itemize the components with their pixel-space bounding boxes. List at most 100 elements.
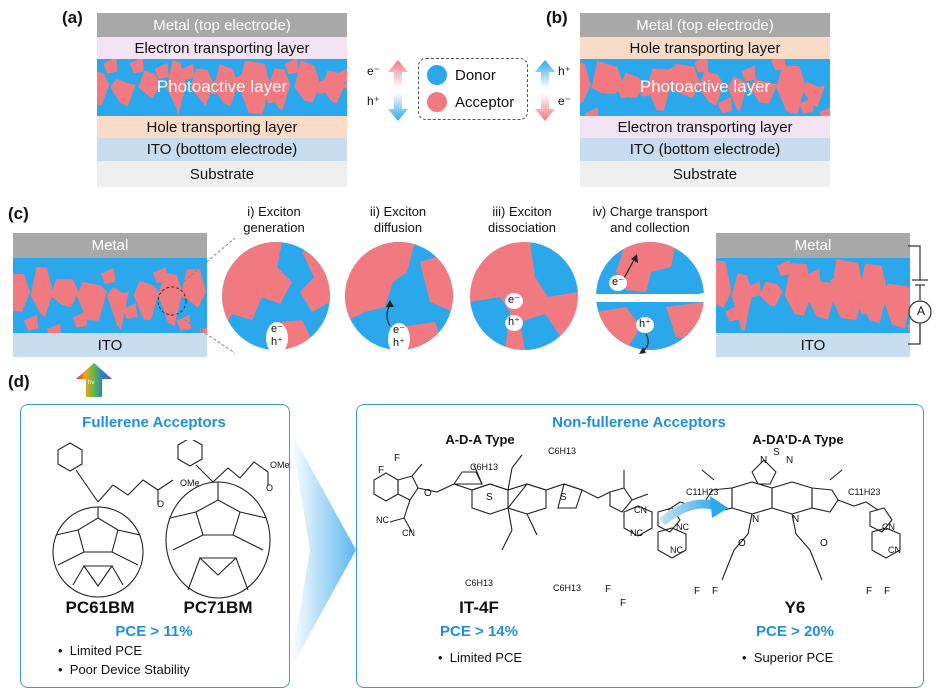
- photoactive-layer: [13, 258, 207, 333]
- atom-f: F: [605, 584, 612, 595]
- atom-c6h13: C6H13: [548, 446, 577, 456]
- electron-label: e⁻: [558, 94, 572, 108]
- o-label-1: O: [157, 499, 165, 509]
- blend-morphology: [13, 258, 207, 333]
- zoom-lines: [157, 237, 236, 354]
- atom-c11h23: C11H23: [848, 487, 881, 497]
- photoactive-label: Photoactive layer: [639, 77, 771, 96]
- etl-layer: Electron transporting layer: [97, 37, 347, 59]
- atom-nc: NC: [676, 522, 689, 532]
- fullerene-bullet-2: • Poor Device Stability: [58, 662, 190, 677]
- atom-o: O: [738, 538, 746, 549]
- substrate-layer: Substrate: [580, 161, 830, 187]
- legend-acceptor: Acceptor: [427, 92, 514, 112]
- step-circle-dissociation: [470, 242, 578, 350]
- atom-s: S: [773, 447, 780, 458]
- photoactive-layer: Photoactive layer: [580, 59, 830, 116]
- metal-layer: Metal: [716, 233, 910, 258]
- charge-direction-arrows-a: [388, 60, 408, 121]
- atom-f: F: [884, 586, 891, 597]
- exciton-icon: e⁻h⁺: [388, 323, 410, 355]
- htl-layer: Hole transporting layer: [580, 37, 830, 59]
- atom-nc: NC: [630, 528, 643, 538]
- progression-arrow-icon: [660, 496, 728, 526]
- atom-f: F: [394, 453, 401, 464]
- external-circuit: [908, 245, 932, 345]
- ome-label-2: OMe: [270, 460, 290, 470]
- ito-layer: ITO: [716, 333, 910, 357]
- atom-cn: CN: [882, 522, 895, 532]
- hole-icon: h⁺: [636, 317, 654, 333]
- metal-layer: Metal (top electrode): [97, 13, 347, 37]
- step-circle-transport: [596, 242, 704, 350]
- type-label-adada: A-DA'D-A Type: [752, 432, 844, 447]
- atom-f: F: [378, 465, 385, 476]
- panel-label-a: (a): [62, 8, 83, 27]
- photoactive-label: Photoactive layer: [156, 77, 288, 96]
- light-label: hν: [88, 380, 95, 386]
- panel-label-c: (c): [8, 204, 29, 223]
- fullerene-box: [20, 404, 290, 688]
- arrow-down-icon: [388, 93, 408, 121]
- o-label-2: O: [266, 483, 274, 493]
- fullerene-bullet-1: • Limited PCE: [58, 643, 143, 658]
- electron-label: e⁻: [367, 64, 381, 78]
- blend-morphology: [716, 258, 910, 333]
- separator-bridge: [700, 293, 718, 301]
- compound-it-4f: IT-4F: [459, 598, 499, 617]
- arrow-down-icon: [535, 93, 555, 121]
- nonfullerene-structures: [373, 454, 901, 581]
- nonfullerene-bullet-1: • Limited PCE: [438, 650, 523, 665]
- compound-pc71bm: PC71BM: [183, 598, 253, 617]
- atom-cn: CN: [634, 505, 647, 515]
- metal-layer: Metal (top electrode): [580, 13, 830, 37]
- ammeter-label: A: [916, 304, 925, 318]
- exciton-icon: e⁻h⁺: [266, 322, 288, 354]
- panel-label-b: (b): [546, 8, 568, 27]
- arrow-up-icon: [535, 60, 555, 88]
- etl-layer: Electron transporting layer: [580, 116, 830, 138]
- fullerene-pce: PCE > 11%: [115, 623, 193, 640]
- hole-icon: h⁺: [505, 315, 523, 331]
- atom-cn: CN: [402, 528, 415, 538]
- nonfullerene-pce-1: PCE > 14%: [440, 623, 518, 640]
- fullerene-title: Fullerene Acceptors: [82, 414, 226, 431]
- compound-pc61bm: PC61BM: [65, 598, 135, 617]
- atom-s: S: [560, 492, 567, 503]
- atom-nc: NC: [670, 545, 683, 555]
- ome-label-1: OMe: [180, 478, 200, 488]
- blend-morphology: [97, 59, 347, 116]
- atom-n: N: [760, 455, 768, 466]
- substrate-layer: Substrate: [97, 161, 347, 187]
- nonfullerene-title: Non-fullerene Acceptors: [552, 414, 726, 431]
- transition-arrow-icon: [290, 430, 356, 670]
- legend: Donor Acceptor: [418, 58, 528, 120]
- atom-nc: NC: [376, 515, 389, 525]
- atom-f: F: [620, 598, 627, 609]
- ito-layer: ITO: [13, 333, 207, 357]
- atom-f: F: [694, 586, 701, 597]
- nonfullerene-bullet-2: • Superior PCE: [742, 650, 834, 665]
- electron-icon: e⁻: [505, 293, 523, 309]
- ito-layer: ITO (bottom electrode): [580, 138, 830, 161]
- atom-c6h13: C6H13: [553, 583, 582, 593]
- atom-n: N: [786, 455, 794, 466]
- type-label-ada: A-D-A Type: [445, 432, 515, 447]
- hole-label: h⁺: [367, 94, 381, 108]
- compound-y6: Y6: [784, 598, 806, 617]
- atom-s: S: [486, 492, 493, 503]
- device-c-left: Metal ITO: [13, 233, 207, 357]
- hole-path-icon: [639, 333, 649, 354]
- atom-cn: CN: [888, 545, 901, 555]
- metal-layer: Metal: [13, 233, 207, 258]
- diffusion-arrow-icon: [386, 300, 394, 327]
- nonfullerene-box: [356, 404, 924, 688]
- atom-f: F: [866, 586, 873, 597]
- donor-dot-icon: [427, 65, 447, 85]
- device-c-right: Metal ITO: [716, 233, 910, 357]
- nonfullerene-pce-2: PCE > 20%: [756, 623, 834, 640]
- blend-morphology: [580, 59, 830, 116]
